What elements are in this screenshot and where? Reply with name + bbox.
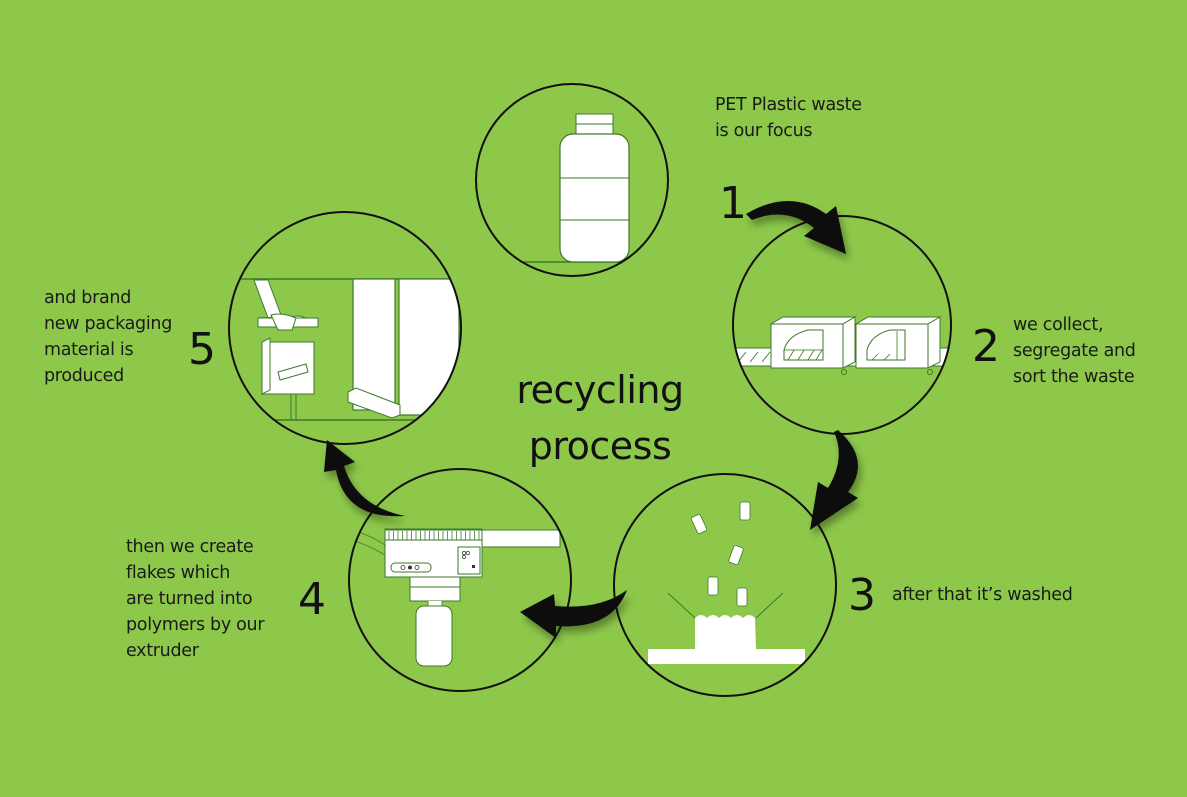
step-2-number: 2 — [972, 321, 1000, 372]
step-4-caption: then we create flakes which are turned i… — [126, 534, 265, 664]
caption-line: PET Plastic waste — [715, 95, 862, 115]
falling-bottles — [690, 501, 751, 607]
step-5-number: 5 — [188, 324, 216, 375]
step-3-number: 3 — [848, 570, 876, 621]
step-5-caption: and brand new packaging material is prod… — [44, 285, 172, 389]
caption-line: sort the waste — [1013, 367, 1135, 387]
step-1-caption: PET Plastic waste is our focus — [715, 92, 862, 144]
caption-line: polymers by our — [126, 615, 265, 635]
diagram-title: recycling process — [490, 362, 710, 474]
pet-bottle-icon — [476, 113, 668, 263]
step-1-number: 1 — [719, 178, 747, 229]
step-3-caption: after that it’s washed — [892, 582, 1073, 608]
caption-line: new packaging — [44, 314, 173, 334]
caption-line: we collect, — [1013, 315, 1104, 335]
caption-line: and brand — [44, 288, 132, 308]
step-4-circle — [348, 468, 572, 692]
step-2-illustration — [732, 215, 952, 435]
step-4-illustration — [348, 468, 572, 692]
step-1-illustration — [475, 83, 669, 277]
caption-line: material is — [44, 340, 134, 360]
step-1-circle — [475, 83, 669, 277]
step-3-illustration — [613, 473, 837, 697]
sorting-conveyor-icon — [733, 316, 951, 375]
step-2-caption: we collect, segregate and sort the waste — [1013, 312, 1136, 390]
arrow-4-to-5 — [324, 440, 405, 517]
step-4-number: 4 — [298, 574, 326, 625]
caption-line: extruder — [126, 641, 199, 661]
caption-line: after that it’s washed — [892, 585, 1073, 605]
caption-line: then we create — [126, 537, 254, 557]
caption-line: are turned into — [126, 589, 253, 609]
title-line-1: recycling — [516, 368, 684, 412]
caption-line: flakes which — [126, 563, 231, 583]
step-3-circle — [613, 473, 837, 697]
step-5-circle — [228, 211, 462, 445]
arrow-1-to-2 — [746, 201, 846, 254]
arrow-3-to-4 — [520, 590, 627, 638]
extruder-machine-icon — [351, 528, 561, 667]
washing-tank-icon — [648, 501, 805, 664]
arrow-2-to-3 — [810, 430, 858, 530]
title-line-2: process — [528, 424, 672, 468]
packaging-machine-icon — [229, 278, 460, 421]
caption-line: segregate and — [1013, 341, 1136, 361]
step-5-illustration — [228, 211, 462, 445]
caption-line: produced — [44, 366, 124, 386]
caption-line: is our focus — [715, 121, 813, 141]
